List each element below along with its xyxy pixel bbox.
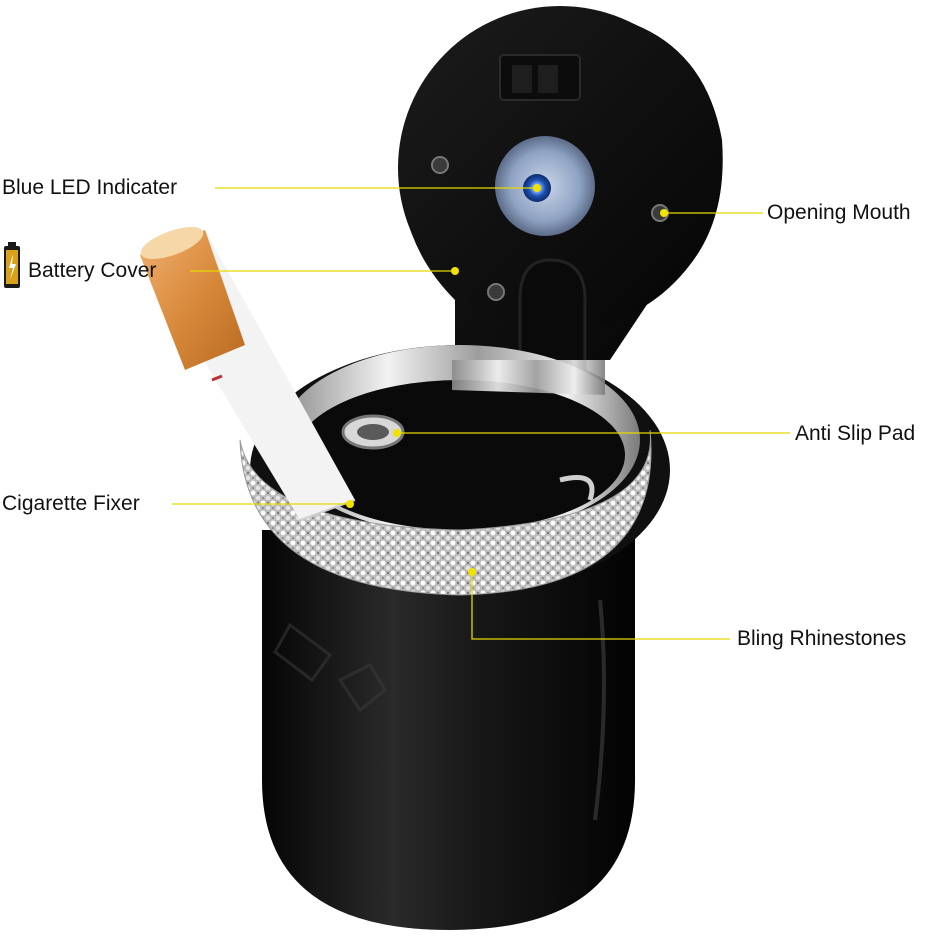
cigarette: [140, 227, 356, 521]
cigarette-logo-icon: [273, 622, 387, 713]
cup-body: [262, 530, 635, 930]
bling-rhinestones-label: Bling Rhinestones: [737, 627, 907, 650]
rim: [239, 345, 670, 596]
blue-led-indicator-label: Blue LED Indicater: [2, 176, 178, 199]
battery-icon: [4, 242, 20, 288]
leader-lines: [172, 187, 790, 640]
anti-slip-pad-label: Anti Slip Pad: [795, 422, 916, 445]
leader-dots: [346, 184, 668, 576]
battery-cover-label: Battery Cover: [28, 259, 157, 282]
cigarette-fixer-label: Cigarette Fixer: [2, 492, 140, 515]
opening-mouth-label: Opening Mouth: [767, 201, 911, 224]
lid: [398, 6, 723, 382]
